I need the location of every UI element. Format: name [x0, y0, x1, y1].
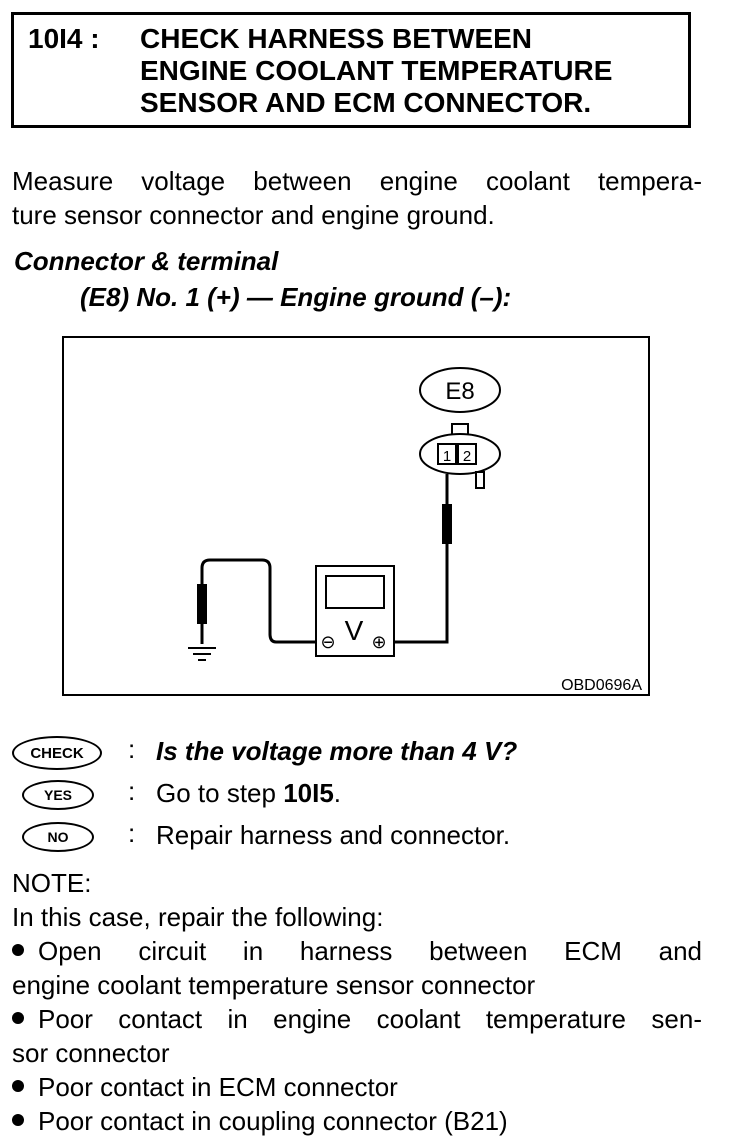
bullet-dot: [12, 944, 24, 957]
colon: :: [128, 734, 136, 764]
check-badge: CHECK: [12, 736, 102, 770]
bullet-line: Poor contact in ECM connector: [12, 1070, 702, 1104]
bullet-dot: [12, 1114, 24, 1127]
probe-tip-positive: [442, 504, 452, 544]
bullet-text: Poor contact in engine coolant temperatu…: [38, 1004, 702, 1034]
note-heading: NOTE:: [12, 868, 92, 898]
probe-lead-positive: [394, 638, 449, 644]
connector-label-ellipse: [419, 367, 501, 413]
step-header: 10I4 : CHECK HARNESS BETWEEN ENGINE COOL…: [11, 12, 691, 128]
voltmeter-minus-terminal: ⊖: [320, 632, 335, 653]
yes-row: YES : Go to step 10I5.: [0, 776, 736, 812]
voltmeter-display: [325, 575, 385, 609]
note-bullet: Open circuit in harness between ECM and …: [12, 934, 702, 1002]
voltmeter-symbol: V: [345, 615, 364, 646]
connector-heading: Connector & terminal: [14, 246, 279, 276]
bullet-text: Poor contact in ECM connector: [38, 1072, 398, 1102]
probe-lead-negative: [200, 558, 316, 644]
voltmeter-plus-terminal: ⊕: [371, 632, 386, 653]
terminal-pin-1: [437, 443, 457, 465]
check-row: CHECK : Is the voltage more than 4 V?: [0, 734, 736, 770]
step-title-line: SENSOR AND ECM CONNECTOR.: [140, 87, 592, 118]
instruction-text: Measure voltage between engine coolant t…: [12, 164, 702, 232]
note-bullet: Poor contact in ECM connector: [12, 1070, 702, 1104]
instruction-line: Measure voltage between engine coolant t…: [12, 166, 702, 196]
ground-icon: [188, 647, 216, 661]
step-title-line: ENGINE COOLANT TEMPERATURE: [140, 55, 613, 86]
step-title-line: CHECK HARNESS BETWEEN: [140, 23, 533, 54]
yes-action: Go to step 10I5.: [156, 776, 341, 810]
colon: :: [128, 818, 136, 848]
no-action: Repair harness and connector.: [156, 820, 511, 850]
bullet-line: Poor contact in coupling connector (B21): [12, 1104, 702, 1138]
colon: :: [128, 776, 136, 806]
note-intro: In this case, repair the following:: [12, 902, 384, 932]
connector-tab: [475, 471, 485, 489]
note-bullet: Poor contact in engine coolant temperatu…: [12, 1002, 702, 1070]
bullet-text: Poor contact in coupling connector (B21): [38, 1106, 508, 1136]
yes-action-prefix: Go to step: [156, 778, 284, 808]
bullet-line: Open circuit in harness between ECM and: [12, 934, 702, 968]
bullet-dot: [12, 1012, 24, 1025]
probe-tip-negative: [197, 584, 207, 624]
bullet-line: Poor contact in engine coolant temperatu…: [12, 1002, 702, 1036]
note-bullet: Poor contact in coupling connector (B21): [12, 1104, 702, 1138]
wiring-diagram-svg: E8 1 2 V ⊖ ⊕ OBD0696A: [188, 367, 642, 694]
figure-code: OBD0696A: [561, 677, 642, 694]
no-row: NO : Repair harness and connector.: [0, 818, 736, 854]
yes-action-suffix: .: [333, 778, 342, 808]
bullet-text: Open circuit in harness between ECM and: [38, 936, 702, 966]
bullet-line: engine coolant temperature sensor connec…: [12, 970, 536, 1000]
terminal-pin-2: [457, 443, 477, 465]
connector-label: E8: [445, 378, 474, 405]
bullet-line: sor connector: [12, 1038, 170, 1068]
yes-badge: YES: [22, 780, 94, 810]
connector-terminal-spec: (E8) No. 1 (+) — Engine ground (–):: [80, 282, 512, 312]
terminal-pin-1-label: 1: [443, 448, 451, 465]
no-badge: NO: [22, 822, 94, 852]
check-question: Is the voltage more than 4 V?: [156, 736, 518, 766]
instruction-line: ture sensor connector and engine ground.: [12, 200, 495, 230]
terminal-pin-2-label: 2: [463, 448, 471, 465]
step-number: 10I4 :: [28, 23, 100, 54]
step-title: CHECK HARNESS BETWEEN ENGINE COOLANT TEM…: [140, 23, 612, 119]
wiring-diagram: E8 1 2 V ⊖ ⊕ OBD0696A: [62, 336, 650, 696]
next-step-link: 10I5: [283, 778, 334, 808]
bullet-dot: [12, 1080, 24, 1093]
